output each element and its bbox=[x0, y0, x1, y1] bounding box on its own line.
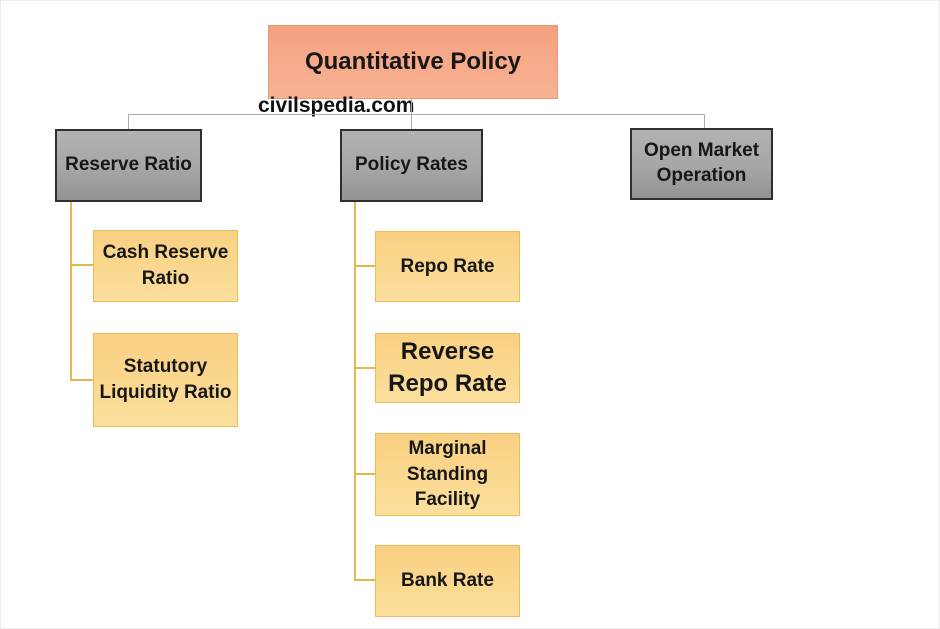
node-bank-rate: Bank Rate bbox=[375, 545, 520, 617]
node-reserve-ratio-label: Reserve Ratio bbox=[65, 154, 192, 176]
connector-reverse-repo-stub bbox=[354, 367, 375, 369]
connector-repo-stub bbox=[354, 265, 375, 267]
node-quantitative-policy-label: Quantitative Policy bbox=[304, 48, 522, 75]
node-policy-rates-label: Policy Rates bbox=[355, 154, 468, 176]
node-policy-rates: Policy Rates bbox=[340, 129, 483, 202]
node-repo-rate: Repo Rate bbox=[375, 231, 520, 302]
node-bank-rate-label: Bank Rate bbox=[401, 570, 494, 592]
watermark-text: civilspedia.com bbox=[258, 94, 415, 117]
connector-omo-drop bbox=[704, 114, 705, 128]
node-marginal-standing-facility: Marginal Standing Facility bbox=[375, 433, 520, 516]
connector-bank-rate-stub bbox=[354, 579, 375, 581]
connector-msf-stub bbox=[354, 473, 375, 475]
node-cash-reserve-ratio: Cash Reserve Ratio bbox=[93, 230, 238, 302]
connector-slr-stub bbox=[70, 379, 93, 381]
connector-reserve-column-vertical bbox=[70, 202, 72, 381]
node-repo-rate-label: Repo Rate bbox=[400, 255, 495, 277]
node-marginal-standing-facility-label: Marginal Standing Facility bbox=[406, 438, 489, 511]
node-open-market-operation-label: Open Market Operation bbox=[643, 140, 760, 186]
connector-reserve-drop bbox=[128, 114, 129, 129]
connector-horizontal-bus bbox=[128, 114, 704, 115]
node-statutory-liquidity-ratio-label: Statutory Liquidity Ratio bbox=[99, 356, 232, 403]
node-cash-reserve-ratio-label: Cash Reserve Ratio bbox=[102, 242, 229, 289]
node-reserve-ratio: Reserve Ratio bbox=[55, 129, 202, 202]
connector-crr-stub bbox=[70, 264, 93, 266]
node-statutory-liquidity-ratio: Statutory Liquidity Ratio bbox=[93, 333, 238, 427]
node-open-market-operation: Open Market Operation bbox=[630, 128, 773, 200]
node-reverse-repo-rate-label: Reverse Repo Rate bbox=[388, 338, 507, 397]
node-reverse-repo-rate: Reverse Repo Rate bbox=[375, 333, 520, 403]
node-quantitative-policy: Quantitative Policy bbox=[268, 25, 558, 99]
connector-policy-column-vertical bbox=[354, 202, 356, 581]
